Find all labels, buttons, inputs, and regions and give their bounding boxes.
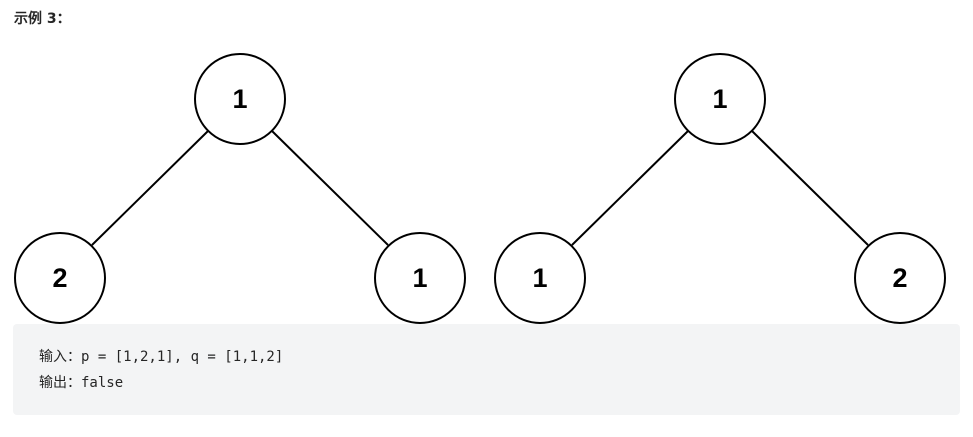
node-q-left <box>494 232 586 324</box>
node-p-left-label: 2 <box>52 263 67 293</box>
tree-q: 1 1 2 <box>494 53 946 324</box>
output-label: 输出： <box>39 375 81 391</box>
node-p-left <box>14 232 106 324</box>
node-q-root <box>674 53 766 145</box>
node-p-root <box>194 53 286 145</box>
input-value: p = [1,2,1], q = [1,1,2] <box>81 349 284 365</box>
output-value: false <box>81 375 124 391</box>
example-heading: 示例 3： <box>14 11 71 27</box>
edge-p-root-right <box>271 130 389 246</box>
node-q-left-label: 1 <box>532 263 547 293</box>
tree-svg: 1 2 1 1 1 2 <box>14 53 946 324</box>
node-q-right-label: 2 <box>892 263 907 293</box>
tree-illustration: 1 2 1 1 1 2 <box>14 53 946 324</box>
output-line: 输出：false <box>39 370 960 396</box>
node-p-root-label: 1 <box>232 84 247 114</box>
node-p-right <box>374 232 466 324</box>
node-q-root-label: 1 <box>712 84 727 114</box>
edge-q-root-right <box>751 130 869 246</box>
input-label: 输入： <box>39 349 81 365</box>
tree-p: 1 2 1 <box>14 53 466 324</box>
input-line: 输入：p = [1,2,1], q = [1,1,2] <box>39 344 960 370</box>
node-p-right-label: 1 <box>412 263 427 293</box>
example-code-block: 输入：p = [1,2,1], q = [1,1,2] 输出：false <box>13 324 960 415</box>
edge-q-root-left <box>571 130 689 246</box>
edge-p-root-left <box>91 130 209 246</box>
node-q-right <box>854 232 946 324</box>
